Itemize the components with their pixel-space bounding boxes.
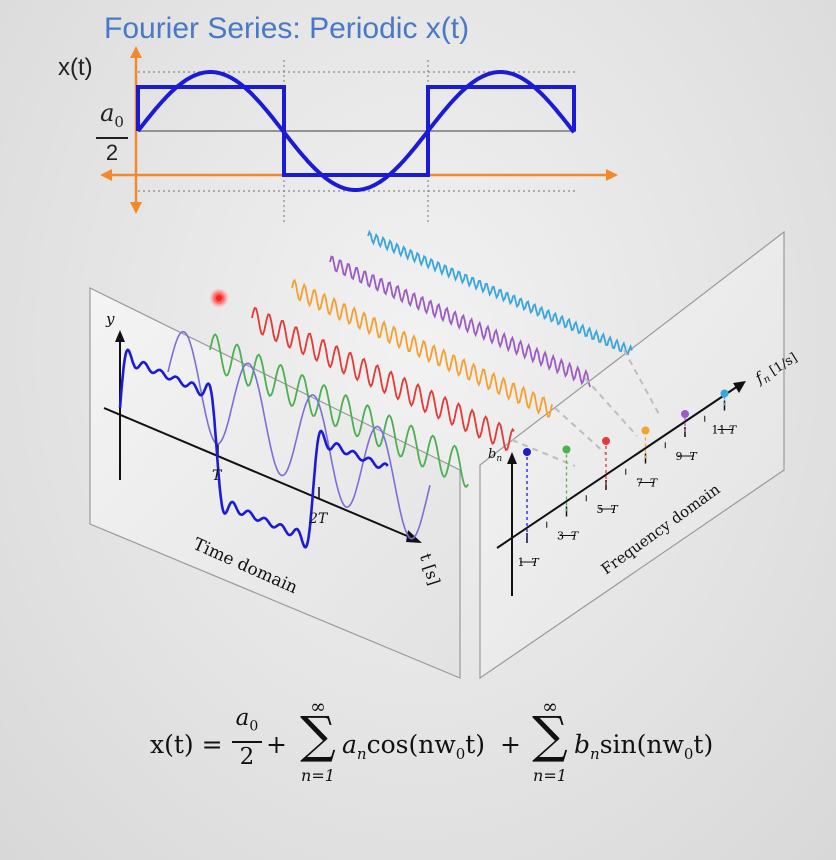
svg-text:T: T <box>531 556 540 569</box>
harmonic-wave <box>209 333 469 488</box>
frequency-point <box>681 410 689 418</box>
harmonic-wave <box>167 330 431 540</box>
frequency-tick-label: 9T <box>676 450 699 463</box>
formula-plus: + <box>266 730 287 759</box>
frequency-point <box>720 389 729 398</box>
frequency-point <box>523 448 531 456</box>
time-tick-2T: 2T <box>308 511 329 527</box>
frequency-axes <box>496 381 746 596</box>
formula-sum-cos: ∞ ∑ n=1 <box>300 696 336 785</box>
frequency-tick-label: 7T <box>636 477 659 490</box>
time-square-wave <box>118 348 389 549</box>
top-axes <box>108 54 610 206</box>
svg-text:T: T <box>729 424 738 437</box>
frequency-point <box>602 437 610 445</box>
harmonic-waves <box>167 229 633 540</box>
frequency-tick-label: 1T <box>518 556 541 569</box>
frequency-tick-label: 3T <box>557 530 580 543</box>
time-y-label: y <box>105 310 115 328</box>
connector-lines <box>511 349 661 467</box>
top-plot <box>100 46 618 222</box>
harmonic-wave <box>367 229 633 356</box>
formula-lhs: x(t) = <box>150 730 223 759</box>
formula-plus: + <box>500 730 521 759</box>
frequency-point <box>562 445 571 454</box>
top-sine-wave <box>136 70 576 192</box>
time-tick-T: T <box>212 468 223 484</box>
formula-a0-fraction: a0 2 <box>232 704 262 771</box>
fourier-formula: x(t) = a0 2 + ∞ ∑ n=1 ancos(nw0t) + ∞ ∑ … <box>150 694 750 804</box>
svg-text:T: T <box>689 450 698 463</box>
harmonic-wave <box>329 255 591 388</box>
frequency-spectrum: 1T 3T 5T 7T 9T 11T <box>518 389 738 569</box>
svg-text:T: T <box>610 503 619 516</box>
offset-fraction: a0 2 <box>96 100 128 165</box>
freq-y-label: bn <box>488 447 502 464</box>
y-axis-label: x(t) <box>58 54 93 81</box>
harmonic-wave <box>251 306 515 452</box>
frequency-tick-label: 5T <box>597 503 620 516</box>
formula-cos-term: ancos(nw0t) <box>342 730 486 763</box>
time-domain-panel <box>89 287 461 679</box>
formula-sin-term: bnsin(nw0t) <box>574 730 714 763</box>
harmonic-wave <box>291 278 553 418</box>
frequency-domain-panel <box>479 230 785 680</box>
top-square-wave <box>136 85 576 177</box>
svg-text:T: T <box>571 530 580 543</box>
formula-sum-sin: ∞ ∑ n=1 <box>532 696 568 785</box>
svg-text:T: T <box>650 477 659 490</box>
page-title: Fourier Series: Periodic x(t) <box>104 12 470 45</box>
frequency-point <box>641 426 650 435</box>
time-axes <box>103 330 422 543</box>
